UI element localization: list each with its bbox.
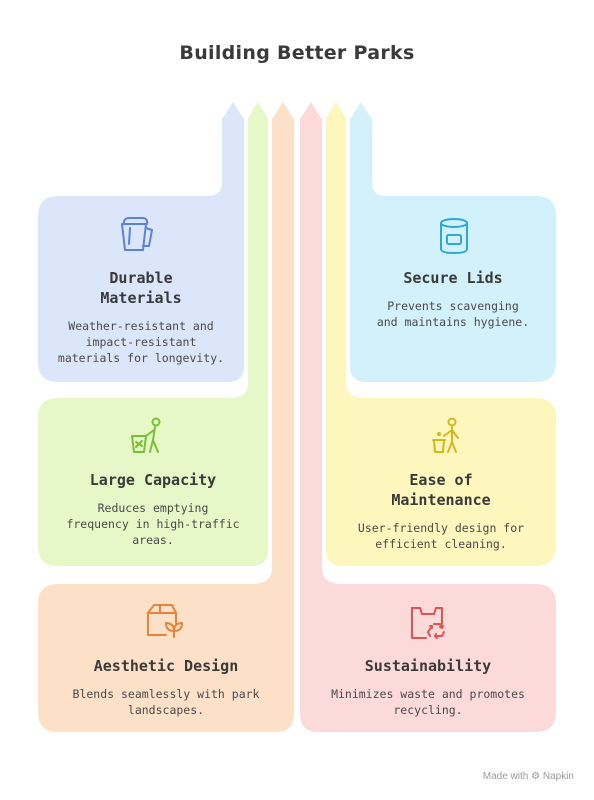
card-title-durable: Durable Materials <box>100 269 182 307</box>
card-title-sustainability: Sustainability <box>364 657 492 675</box>
card-large-capacity: Large Capacity Reduces emptying frequenc… <box>38 470 268 548</box>
card-desc-sustainability: Minimizes waste and promotes recycling. <box>331 687 525 717</box>
card-desc-aesthetic: Blends seamlessly with park landscapes. <box>72 687 260 717</box>
ease-of-maintenance-shape <box>326 102 556 566</box>
footer-credit: Made with ⚙ Napkin <box>482 771 574 782</box>
card-title-capacity: Large Capacity <box>89 471 217 489</box>
card-desc-capacity: Reduces emptying frequency in high-traff… <box>66 501 240 547</box>
recycling-bag-icon <box>411 607 445 639</box>
card-desc-maintenance: User-friendly design for efficient clean… <box>357 521 525 551</box>
card-sustainability: Sustainability Minimizes waste and promo… <box>300 656 556 718</box>
aesthetic-design-shape <box>38 102 294 732</box>
page-title: Building Better Parks <box>179 42 415 64</box>
box-with-sprout-icon <box>147 604 183 638</box>
large-capacity-shape <box>38 102 268 566</box>
person-disposing-icon <box>432 417 459 453</box>
secure-lids-shape <box>350 102 556 382</box>
card-durable-materials: Durable Materials Weather-resistant and … <box>38 268 244 366</box>
card-title-aesthetic: Aesthetic Design <box>93 657 239 675</box>
trash-bin-icon <box>121 217 153 251</box>
card-desc-lids: Prevents scavenging and maintains hygien… <box>376 299 530 329</box>
lidded-canister-icon <box>440 218 468 254</box>
card-title-lids: Secure Lids <box>403 269 503 287</box>
person-with-bin-icon <box>131 417 161 453</box>
card-desc-durable: Weather-resistant and impact-resistant m… <box>57 319 225 365</box>
card-aesthetic-design: Aesthetic Design Blends seamlessly with … <box>38 656 294 718</box>
card-secure-lids: Secure Lids Prevents scavenging and main… <box>350 268 556 330</box>
card-ease-of-maintenance: Ease of Maintenance User-friendly design… <box>326 470 556 552</box>
sustainability-shape <box>300 102 556 732</box>
card-title-maintenance: Ease of Maintenance <box>391 471 491 509</box>
